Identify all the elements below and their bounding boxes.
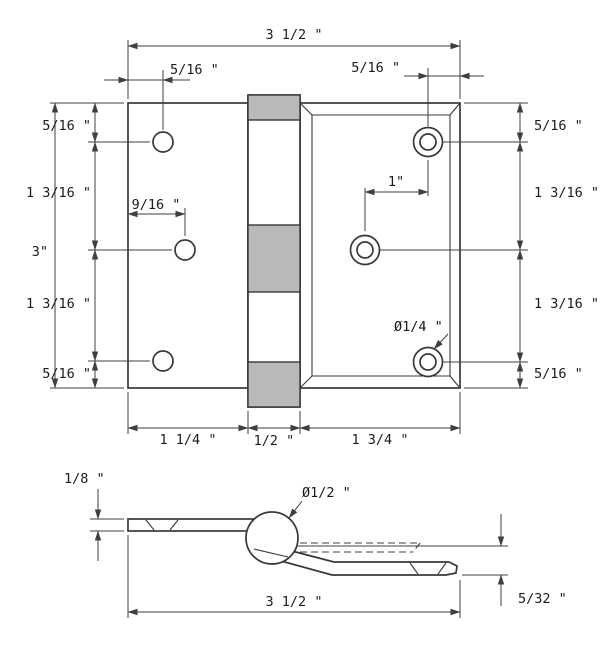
leader-barrel-diameter [288, 500, 303, 519]
dim-label-left-upper: 1 3/16 " [26, 185, 91, 201]
dim-label-bottom-knuckle: 1/2 " [254, 433, 295, 449]
dim-label-overall-height: 3" [32, 244, 48, 260]
dim-label-left-top: 5/16 " [42, 118, 91, 134]
dim-label-right-bottom: 5/16 " [534, 366, 583, 382]
left-leaf-countersink-marks [145, 519, 179, 531]
extension-lines-side-view [90, 518, 508, 618]
extension-lines-top-view [50, 40, 528, 434]
dim-label-center-offset: 9/16 " [132, 197, 181, 213]
dim-label-left-bottom: 5/16 " [42, 366, 91, 382]
screw-hole-right-bottom [419, 353, 437, 371]
barrel-circle [245, 511, 299, 565]
dim-label-overall-width: 3 1/2 " [266, 27, 323, 43]
dimension-lines-top-view [51, 42, 524, 432]
knuckle-segment-top [247, 94, 301, 121]
top-view: 3 1/2 " 5/16 " 5/16 " 5/16 " 1 3/16 " 3"… [26, 27, 599, 449]
dimension-labels-side-view: 1/8 " Ø1/2 " 3 1/2 " 5/32 " [64, 471, 567, 610]
dim-label-barrel-diameter: Ø1/2 " [302, 485, 351, 501]
hidden-leaf-outline [300, 542, 421, 553]
dim-label-leaf-thickness: 1/8 " [64, 471, 105, 487]
dimension-lines-side-view [94, 489, 505, 616]
side-view: 1/8 " Ø1/2 " 3 1/2 " 5/32 " [64, 471, 567, 618]
right-leaf-inner-edges [299, 102, 461, 389]
dim-label-hole-spacing: 1" [388, 174, 404, 190]
dim-label-hole-diameter: Ø1/4 " [394, 319, 443, 335]
dimension-labels-top-view: 3 1/2 " 5/16 " 5/16 " 5/16 " 1 3/16 " 3"… [26, 27, 599, 449]
dim-label-right-top: 5/16 " [534, 118, 583, 134]
dim-label-top-right-offset: 5/16 " [351, 60, 400, 76]
leader-hole-diameter [433, 333, 449, 350]
screw-hole-left-middle [174, 239, 196, 261]
knuckle-segment-bottom [247, 361, 301, 408]
right-leaf-countersink-marks [409, 562, 447, 575]
dim-label-right-upper: 1 3/16 " [534, 185, 599, 201]
dim-label-bottom-left: 1 1/4 " [160, 432, 217, 448]
screw-hole-right-middle [356, 241, 374, 259]
right-leaf-profile [279, 549, 458, 576]
screw-hole-right-top [419, 133, 437, 151]
dim-label-top-left-offset: 5/16 " [170, 62, 219, 78]
barrel-leaf-edge [253, 548, 289, 558]
hinge-profile [127, 511, 458, 576]
dim-label-leaf-offset: 5/32 " [518, 591, 567, 607]
screw-hole-left-top [152, 131, 174, 153]
dim-label-bottom-right: 1 3/4 " [352, 432, 409, 448]
dim-label-left-lower: 1 3/16 " [26, 296, 91, 312]
hinge-body [127, 94, 461, 408]
dim-label-right-lower: 1 3/16 " [534, 296, 599, 312]
screw-hole-left-bottom [152, 350, 174, 372]
knuckle-segment-middle [247, 224, 301, 293]
dim-label-overall-length: 3 1/2 " [266, 594, 323, 610]
